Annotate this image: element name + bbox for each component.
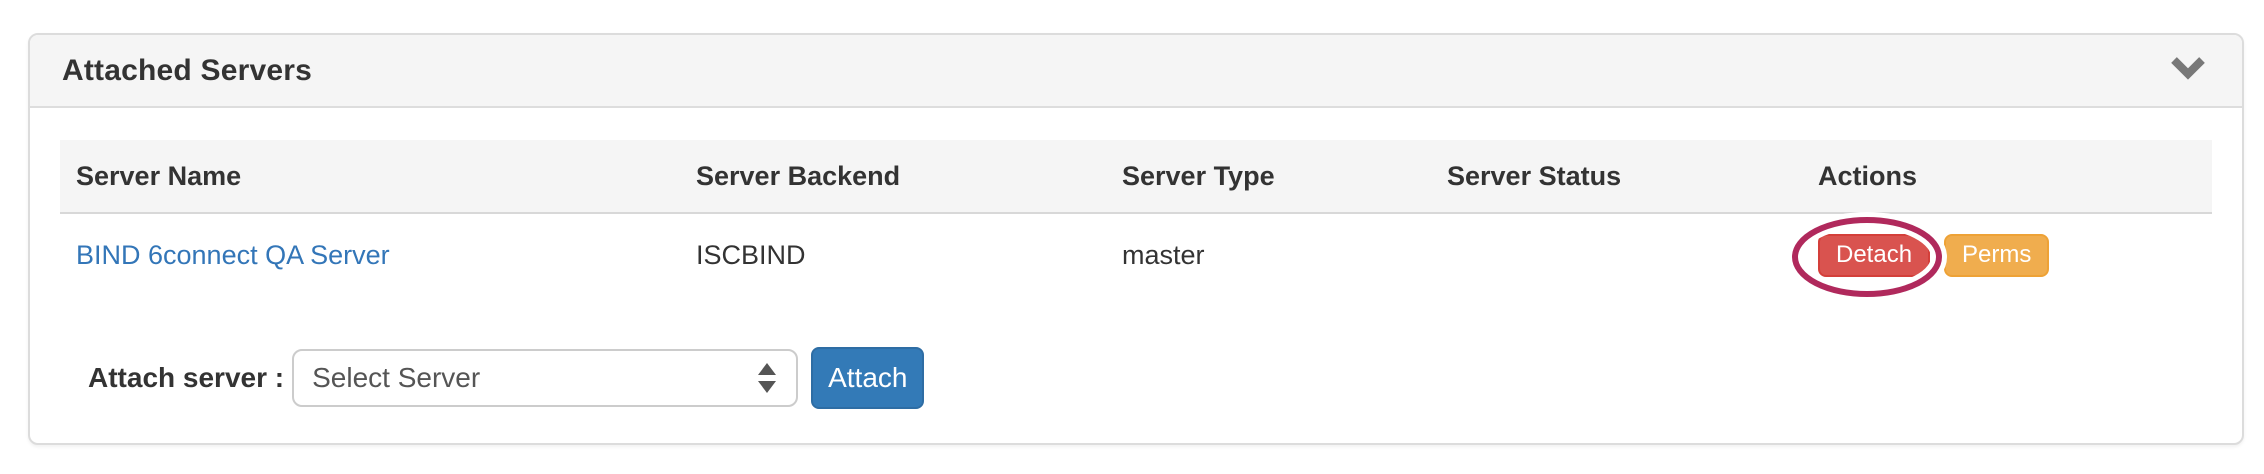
select-stepper-icon: [758, 363, 777, 393]
column-header-server-name: Server Name: [76, 160, 242, 191]
actions-cell: Detach Perms: [1802, 233, 2212, 277]
server-backend-cell: ISCBIND: [696, 239, 806, 270]
attached-servers-panel: Attached Servers Server Name Server Back…: [28, 33, 2244, 445]
column-header-actions: Actions: [1818, 160, 1918, 191]
perms-button[interactable]: Perms: [1944, 233, 2050, 277]
attach-server-label: Attach server :: [88, 362, 285, 393]
column-header-server-status: Server Status: [1447, 160, 1622, 191]
panel-title: Attached Servers: [62, 53, 312, 87]
server-select[interactable]: Select Server: [292, 349, 799, 407]
panel-header: Attached Servers: [30, 35, 2242, 108]
server-name-link[interactable]: BIND 6connect QA Server: [76, 239, 390, 270]
server-name-cell: BIND 6connect QA Server: [60, 240, 680, 271]
table-row: BIND 6connect QA Server ISCBIND master D…: [60, 214, 2212, 296]
column-header-server-backend: Server Backend: [696, 160, 901, 191]
column-header-server-type: Server Type: [1122, 160, 1275, 191]
chevron-down-icon: [2170, 56, 2206, 85]
server-select-value: Select Server: [312, 362, 481, 393]
collapse-panel-button[interactable]: [2170, 56, 2206, 85]
server-type-cell: master: [1122, 239, 1205, 270]
attach-button[interactable]: Attach: [811, 347, 925, 409]
detach-button[interactable]: Detach: [1818, 233, 1931, 277]
panel-body: Server Name Server Backend Server Type S…: [30, 108, 2242, 445]
attach-server-form: Attach server : Select Server Attach: [88, 347, 2212, 409]
table-header-row: Server Name Server Backend Server Type S…: [60, 140, 2212, 214]
